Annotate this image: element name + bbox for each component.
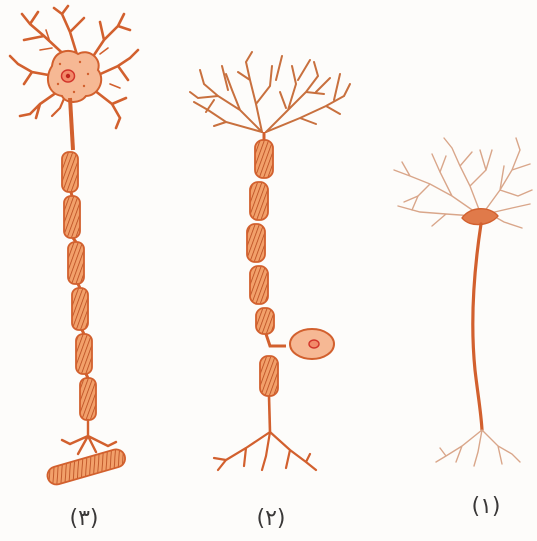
label-neuron-1: (١) — [471, 494, 500, 519]
neuron-3-muscle-fiber — [45, 447, 127, 486]
neuron-2-axon-lower — [269, 396, 270, 432]
neuron-3-nucleolus — [66, 74, 70, 78]
neuron-3-axon-hillock — [70, 98, 73, 150]
neuron-1-bipolar — [394, 138, 532, 466]
neuron-2-myelin-sheath-lower — [260, 356, 278, 396]
neuron-3-axon-terminal — [62, 420, 116, 454]
neuron-1-axon-terminal — [436, 430, 520, 466]
neuron-2-nucleus — [309, 340, 319, 348]
neuron-1-axon — [473, 224, 482, 430]
neuron-1-cell-body — [462, 209, 498, 225]
label-neuron-3: (٣) — [69, 506, 98, 531]
neuron-2-dendrites — [190, 52, 350, 132]
neuron-2-axon-terminal — [214, 432, 316, 470]
neuron-2-myelin-sheath-upper — [247, 140, 274, 334]
neuron-2-stalk — [266, 334, 286, 346]
neuron-1-dendrites — [394, 138, 532, 228]
label-neuron-2: (٢) — [256, 506, 285, 531]
neuron-2-sensory — [190, 52, 350, 470]
neuron-3-multipolar — [10, 6, 138, 487]
